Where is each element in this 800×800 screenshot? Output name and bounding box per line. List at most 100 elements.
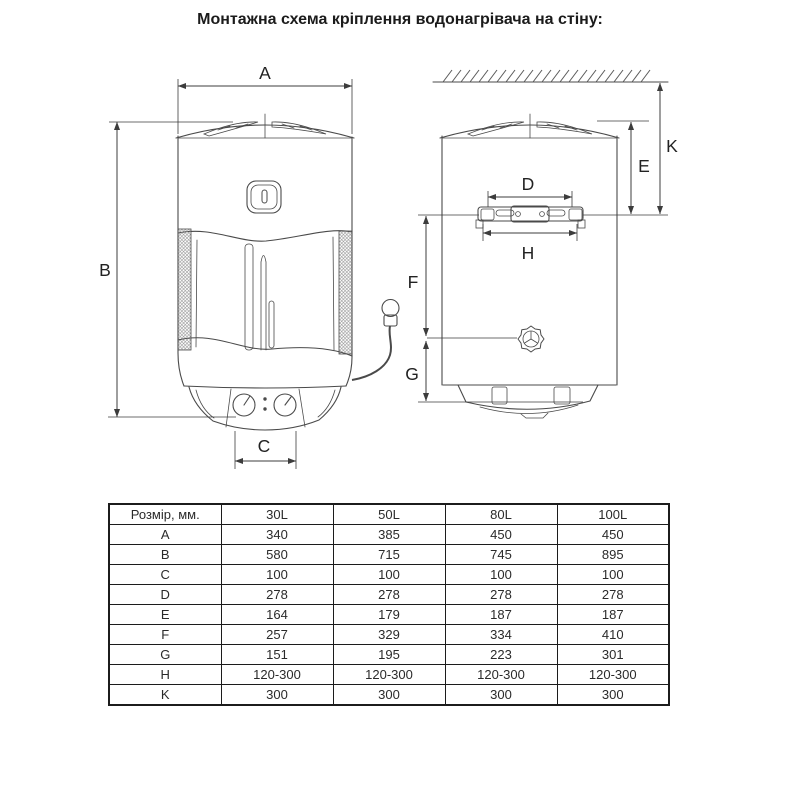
table-header-cell: 30L [220,503,334,525]
dim-label-g: G [405,364,419,384]
front-seam-lower [177,337,353,357]
table-cell: H [108,664,222,685]
table-header-cell: 100L [556,503,670,525]
dim-label-h: H [522,243,535,263]
front-texture-strips [177,228,353,355]
table-header-cell: Розмір, мм. [108,503,222,525]
dimension-D: D [487,174,573,207]
dimension-H: H [482,224,578,263]
table-cell: A [108,524,222,545]
dimension-C: C [234,431,297,469]
table-cell: 278 [556,584,670,605]
table-cell: 100 [220,564,334,585]
drain-valve [427,325,545,353]
table-cell: C [108,564,222,585]
table-cell: 895 [556,544,670,565]
front-vent-slots [202,121,327,137]
table-cell: 329 [332,624,446,645]
table-cell: 195 [332,644,446,665]
indicator-dot [263,407,267,411]
table-cell: 120-300 [556,664,670,685]
table-cell: 179 [332,604,446,625]
control-knob-right [273,393,297,417]
wall-hatching [432,69,669,83]
table-cell: E [108,604,222,625]
table-cell: D [108,584,222,605]
table-cell: 164 [220,604,334,625]
front-control-panel [188,386,342,431]
side-vent-slots [466,121,593,137]
table-header-cell: 50L [332,503,446,525]
front-center-slots [244,243,275,351]
table-cell: 223 [444,644,558,665]
power-cord-and-plug [351,298,400,381]
side-top-dome [439,124,620,139]
table-cell: B [108,544,222,565]
table-cell: 450 [444,524,558,545]
dimension-B: B [99,121,236,418]
dimension-E: E [597,120,650,215]
table-cell: F [108,624,222,645]
table-cell: 120-300 [332,664,446,685]
front-body-left [177,135,185,387]
control-knob-left [232,393,256,417]
table-cell: 151 [220,644,334,665]
table-cell: 410 [556,624,670,645]
front-view-drawing: A B C [99,63,400,469]
mounting-diagram: A B C [99,63,678,469]
table-cell: 334 [444,624,558,645]
page-title: Монтажна схема кріплення водонагрівача н… [197,11,603,28]
front-seam-upper [177,230,353,242]
dim-label-b: B [99,260,111,280]
dim-label-c: C [258,436,271,456]
table-cell: 100 [332,564,446,585]
table-cell: G [108,644,222,665]
side-base [457,384,599,419]
plug-neck [383,314,398,327]
front-body-right [345,136,353,387]
dim-label-e: E [638,156,650,176]
table-cell: 300 [220,684,334,706]
table-cell: 100 [556,564,670,585]
table-cell: 187 [444,604,558,625]
table-header-cell: 80L [444,503,558,525]
table-cell: 300 [444,684,558,706]
dimension-K: K [656,82,678,215]
table-cell: 278 [220,584,334,605]
dim-label-a: A [259,63,271,83]
table-cell: 301 [556,644,670,665]
table-cell: 450 [556,524,670,545]
dimension-F: F [408,215,430,337]
dim-label-d: D [522,174,535,194]
table-cell: 257 [220,624,334,645]
table-cell: 278 [444,584,558,605]
table-cell: K [108,684,222,706]
power-plug-icon [381,298,400,318]
table-cell: 300 [556,684,670,706]
table-cell: 385 [332,524,446,545]
dim-label-k: K [666,136,678,156]
table-cell: 715 [332,544,446,565]
dim-label-f: F [408,272,419,292]
table-cell: 745 [444,544,558,565]
table-cell: 100 [444,564,558,585]
side-view-drawing: K E D H [405,69,678,419]
table-cell: 120-300 [220,664,334,685]
dimension-A: A [177,63,353,134]
indicator-dot [263,397,267,401]
table-cell: 580 [220,544,334,565]
